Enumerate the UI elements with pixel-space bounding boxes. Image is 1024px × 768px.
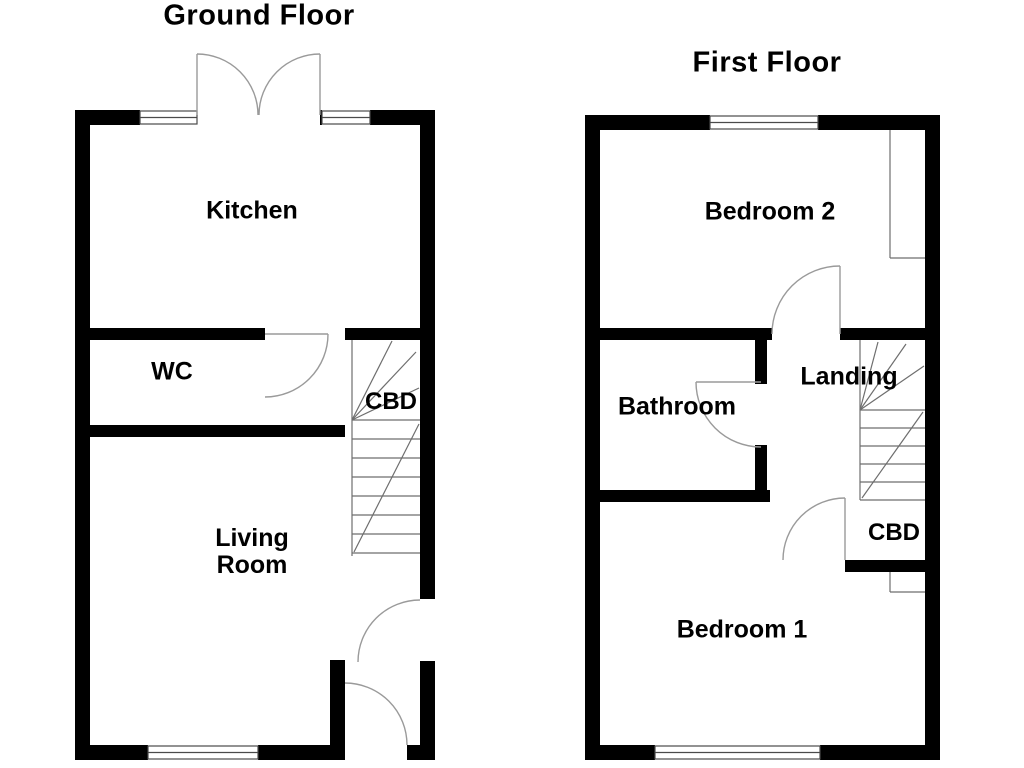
room-label-bathroom: Bathroom bbox=[617, 392, 737, 421]
first-floor-windows bbox=[654, 115, 821, 760]
room-label-cbd-ground: CBD bbox=[365, 388, 417, 415]
bedroom2-door-arc bbox=[771, 265, 841, 335]
front-door-arc bbox=[344, 682, 408, 746]
wc-door-arc bbox=[264, 333, 329, 398]
kitchen-door-right-arc bbox=[258, 53, 321, 116]
lobby-door-arc bbox=[357, 599, 421, 663]
room-label-bedroom2: Bedroom 2 bbox=[704, 197, 836, 226]
first-floor-door-arcs bbox=[695, 265, 846, 561]
room-label-landing: Landing bbox=[800, 362, 898, 391]
first-floor-walls bbox=[585, 115, 940, 760]
room-label-living-room: Living Room bbox=[215, 524, 289, 579]
cbd-door-arc bbox=[782, 497, 846, 561]
first-floor-staircase bbox=[859, 340, 925, 501]
kitchen-door-left-arc bbox=[196, 53, 259, 116]
room-label-bedroom1: Bedroom 1 bbox=[676, 615, 808, 644]
first-floor-recess-lines bbox=[889, 130, 925, 593]
ground-floor-door-arcs bbox=[196, 53, 421, 746]
first-floor-title: First Floor bbox=[692, 46, 842, 79]
ground-floor-staircase bbox=[351, 340, 420, 556]
bathroom-door-arc bbox=[695, 381, 762, 448]
room-label-wc: WC bbox=[151, 357, 193, 386]
ground-floor-title: Ground Floor bbox=[163, 0, 355, 32]
room-label-kitchen: Kitchen bbox=[206, 196, 298, 225]
room-label-cbd-first: CBD bbox=[868, 519, 920, 546]
ground-floor-windows bbox=[139, 110, 371, 760]
